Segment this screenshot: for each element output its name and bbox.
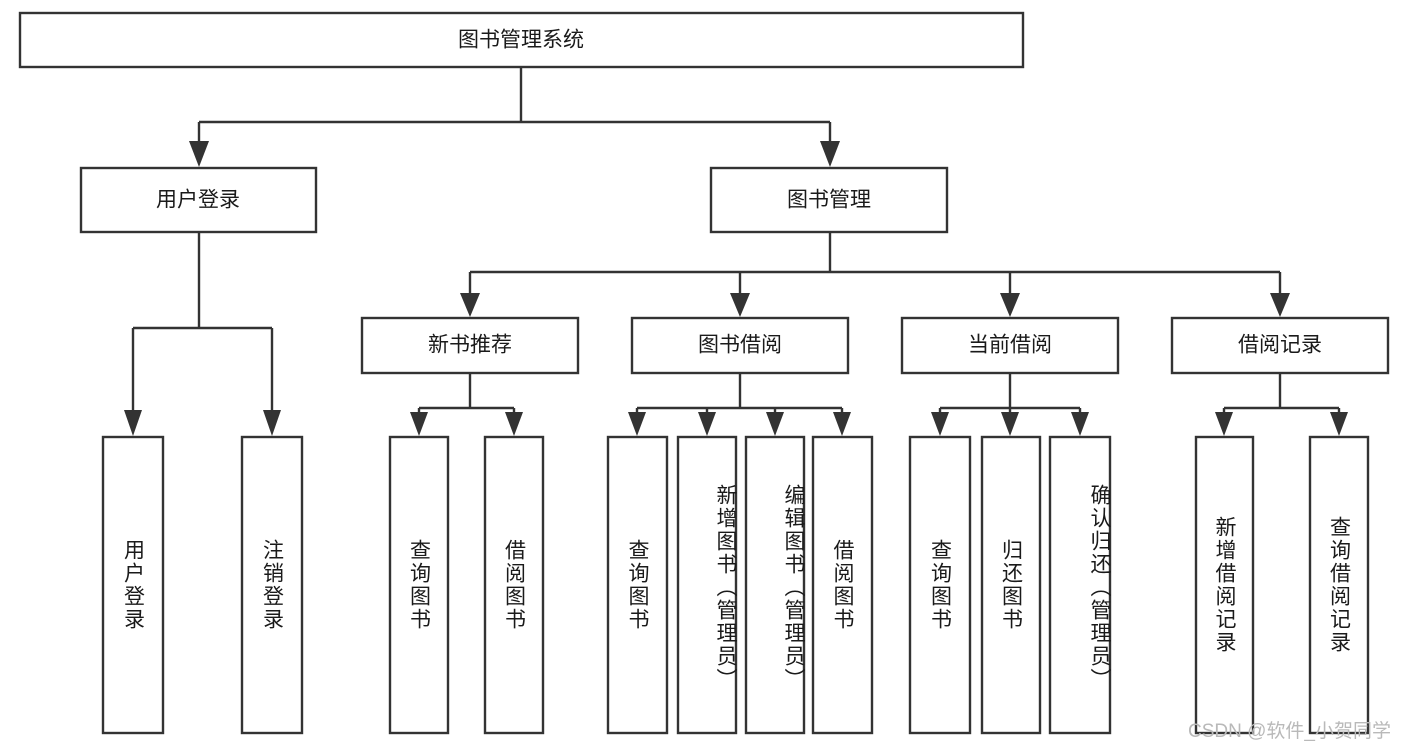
node-box-leaf-nb-query-book[interactable] [388,435,450,735]
node-box-leaf-nb-borrow-book[interactable] [483,435,545,735]
arrow-head-bb-borrow-book [833,412,851,436]
node-label-book-manage: 图书管理 [787,189,871,212]
node-label-borrow-record: 借阅记录 [1238,334,1322,357]
node-label-book-borrow: 图书借阅 [698,334,782,357]
arrow-head-book-borrow [730,293,750,317]
node-label-user-login: 用户登录 [156,189,240,212]
node-box-new-book-recommend[interactable] [360,316,580,375]
arrow-head-br-add-record [1215,412,1233,436]
connector-group-book-manage [460,232,1290,317]
arrow-head-nb-query-book [410,412,428,436]
arrow-head-br-query-record [1330,412,1348,436]
arrow-head-user-login [189,141,209,167]
node-label-current-borrow: 当前借阅 [968,334,1052,357]
connector-group-book-borrow [628,373,851,436]
node-box-current-borrow[interactable] [900,316,1120,375]
node-box-leaf-bb-query-book[interactable] [606,435,669,735]
arrow-head-new-book [460,293,480,317]
arrow-head-bb-add-book [698,412,716,436]
node-box-book-manage[interactable] [709,166,949,234]
arrow-head-book-manage [820,141,840,167]
connector-group-new-book [410,373,523,436]
node-box-root[interactable] [18,11,1025,69]
node-box-leaf-cb-return-book[interactable] [980,435,1042,735]
connector-group-borrow-record [1215,373,1348,436]
node-label-root: 图书管理系统 [458,29,584,52]
arrow-head-cb-confirm-return [1071,412,1089,436]
connector-group-root [189,67,840,167]
arrow-head-cb-return-book [1001,412,1019,436]
node-box-book-borrow[interactable] [630,316,850,375]
node-box-leaf-br-add-record[interactable] [1194,435,1255,735]
watermark-label: CSDN @软件_小贺同学 [1188,721,1391,742]
node-box-leaf-cb-confirm-return[interactable] [1048,435,1112,735]
connector-group-current-borrow [931,373,1089,436]
node-box-user-login[interactable] [79,166,318,234]
arrow-head-bb-edit-book [766,412,784,436]
node-box-borrow-record[interactable] [1170,316,1390,375]
node-box-leaf-bb-edit-book[interactable] [744,435,806,735]
node-box-leaf-br-query-record[interactable] [1308,435,1370,735]
arrow-head-leaf-logout [263,410,281,436]
arrow-head-borrow-record [1270,293,1290,317]
connector-group-user-login [124,232,281,436]
arrow-head-bb-query-book [628,412,646,436]
node-box-leaf-bb-add-book[interactable] [676,435,738,735]
node-box-leaf-user-login[interactable] [101,435,165,735]
arrow-head-current-borrow [1000,293,1020,317]
node-label-new-book-recommend: 新书推荐 [428,334,512,357]
node-box-leaf-bb-borrow-book[interactable] [811,435,874,735]
arrow-head-nb-borrow-book [505,412,523,436]
arrow-head-cb-query-book [931,412,949,436]
node-box-leaf-cb-query-book[interactable] [908,435,972,735]
node-box-leaf-logout[interactable] [240,435,304,735]
arrow-head-leaf-user-login [124,410,142,436]
